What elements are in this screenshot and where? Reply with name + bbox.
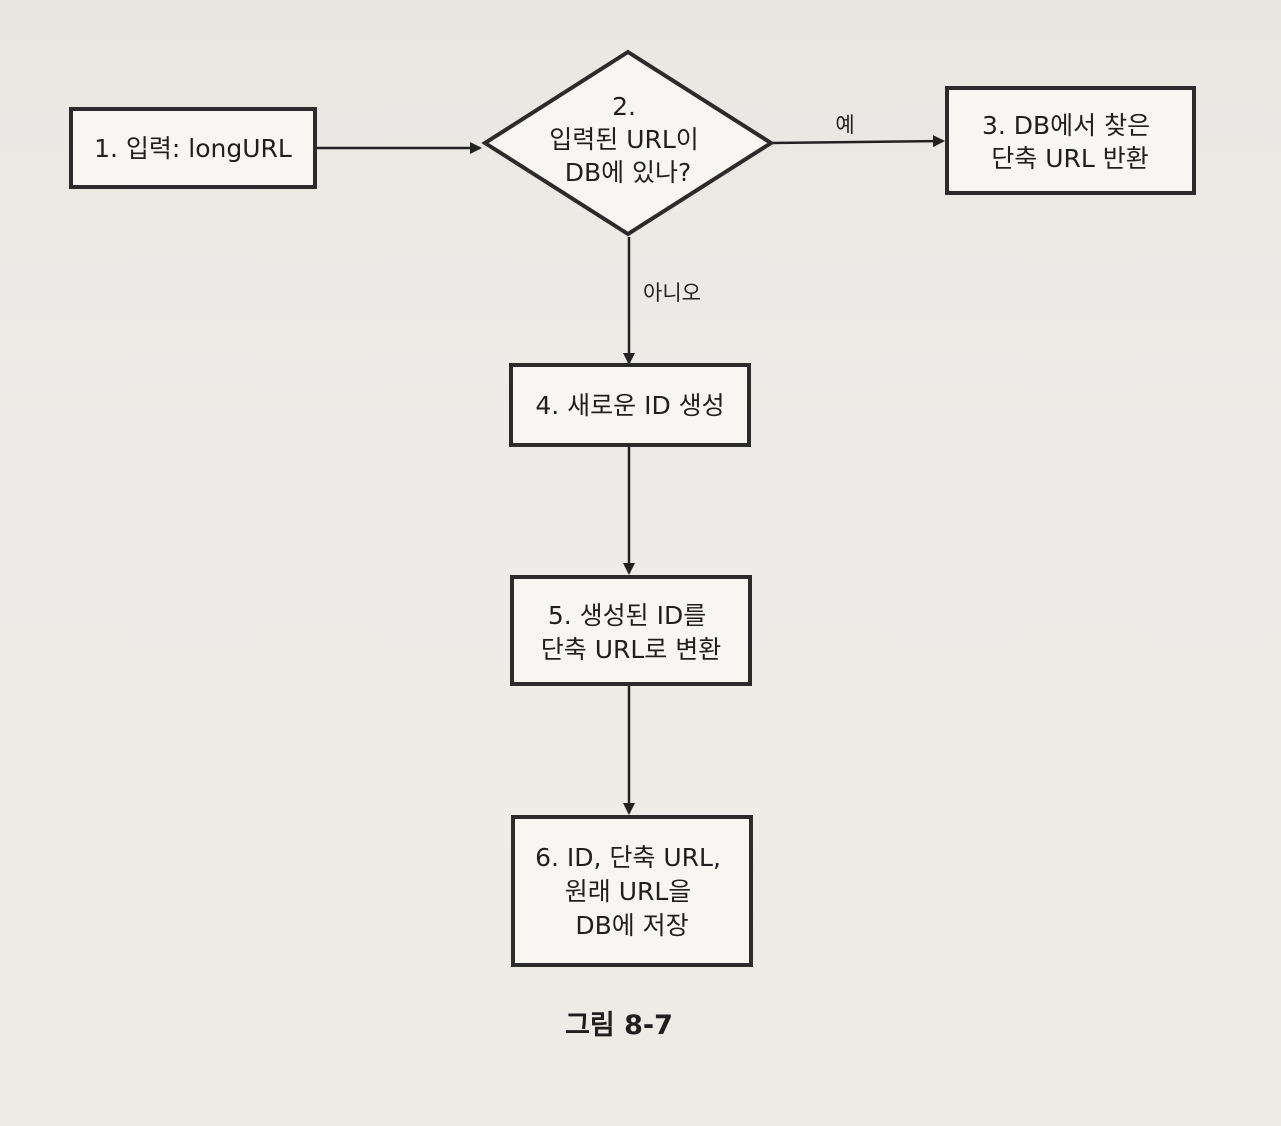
node-save-line-1: 6. ID, 단축 URL, [535, 843, 721, 872]
figure-caption: 그림 8-7 [565, 1010, 673, 1041]
node-save-line-2: 원래 URL을 [565, 877, 692, 906]
node-check-db-line-2: 입력된 URL이 [549, 125, 699, 154]
node-return-found-line-2: 단축 URL 반환 [991, 144, 1149, 173]
svg-text:5. 생성된 ID를 단축 URL로 변환: 5. 생성된 ID를 단축 URL로 변환 [541, 601, 722, 664]
node-check-db-line-3: DB에 있나? [565, 158, 692, 187]
node-return-found-line-1: 3. DB에서 찾은 [982, 111, 1150, 140]
node-input: 1. 입력: longURL [69, 107, 317, 189]
node-convert-line-1: 5. 생성된 ID를 [548, 601, 706, 630]
edge-label-yes: 예 [835, 113, 854, 137]
svg-text:6. ID, 단축 URL, 원래 URL을: 6. ID, 단축 URL, 원래 URL을 DB에 저장 [535, 843, 729, 940]
node-convert: 5. 생성된 ID를 단축 URL로 변환 [510, 575, 752, 686]
node-check-db: 2. 입력된 URL이 DB에 있나? [481, 49, 775, 237]
edge-label-no: 아니오 [643, 281, 701, 305]
node-save: 6. ID, 단축 URL, 원래 URL을 DB에 저장 [511, 815, 753, 967]
node-input-line: 1. 입력: longURL [94, 134, 292, 163]
svg-text:4. 새로운 ID 생성: 4. 새로운 ID 생성 [535, 391, 724, 420]
node-save-line-3: DB에 저장 [575, 911, 688, 940]
edge-check-to-return [770, 135, 945, 148]
node-check-db-line-1: 2. [612, 92, 636, 121]
svg-text:2. 입력된 URL이 DB: 2. 입력된 URL이 DB에 있나? [549, 92, 707, 187]
node-convert-line-2: 단축 URL로 변환 [541, 635, 722, 664]
svg-text:3. DB에서 찾은 단축 URL 반환: 3. DB에서 찾은 단축 URL 반환 [982, 111, 1158, 173]
node-new-id-line: 4. 새로운 ID 생성 [535, 391, 724, 420]
svg-text:1. 입력: longURL: 1. 입력: longURL [94, 134, 292, 163]
node-return-found: 3. DB에서 찾은 단축 URL 반환 [945, 86, 1196, 195]
node-new-id: 4. 새로운 ID 생성 [509, 363, 751, 447]
